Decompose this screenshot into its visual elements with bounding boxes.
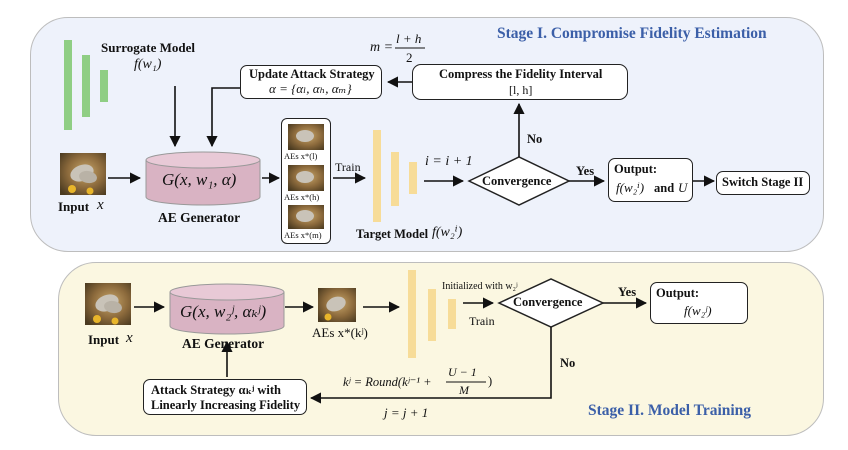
stage1-generator-formula: G(x, w₁, α)	[162, 170, 237, 189]
aes-m-image	[288, 205, 324, 229]
stage2-arrows	[134, 297, 648, 404]
stage1-input-var: x	[97, 197, 104, 213]
stage1-output-fn: f(w₂ⁱ)	[616, 180, 645, 195]
compress-interval-title: Compress the Fidelity Interval	[439, 67, 603, 81]
target-bar-2	[391, 152, 399, 206]
stage2-aes-image	[318, 288, 356, 322]
stage2-yes-label: Yes	[618, 285, 637, 299]
compress-interval-range: [l, h]	[509, 83, 533, 97]
stage2-generator-formula: G(x, w₂ʲ, αₖʲ)	[180, 302, 267, 321]
update-strategy-title: Update Attack Strategy	[249, 67, 375, 81]
stage2-train-label: Train	[469, 314, 495, 328]
stage2-input-var: x	[126, 330, 133, 346]
surrogate-bar-3	[100, 70, 108, 102]
m-denominator: 2	[406, 50, 413, 65]
m-numerator: l + h	[396, 31, 422, 46]
stage1-increment: i = i + 1	[425, 154, 473, 169]
aes-m-label: AEs x*(m)	[284, 230, 322, 240]
stage1-target-fn: f(w₂ⁱ)	[432, 225, 463, 240]
update-strategy-formula: α = {αₗ, αₕ, αₘ}	[269, 81, 352, 96]
stage1-convergence-label: Convergence	[482, 174, 552, 188]
stage2-convergence-label: Convergence	[513, 295, 583, 309]
stage1-aes-container: AEs x*(l) AEs x*(h) AEs x*(m)	[281, 118, 331, 244]
stage1-generator-label: AE Generator	[158, 210, 241, 225]
aes-h-label: AEs x*(h)	[284, 192, 320, 202]
j-update: j = j + 1	[384, 405, 429, 420]
k-formula-numerator: U − 1	[448, 365, 477, 379]
stage1-output-box: Output: f(w₂ⁱ) and U	[608, 158, 693, 202]
s2-target-bar-1	[408, 270, 416, 358]
surrogate-title: Surrogate Model	[101, 40, 195, 55]
stage2-title: Stage II. Model Training	[588, 402, 752, 419]
aes-l-image	[288, 124, 324, 150]
target-bar-3	[409, 162, 417, 194]
stage1-generator-cylinder	[145, 151, 261, 206]
stage1-train-label: Train	[335, 160, 361, 174]
k-formula-denominator: M	[459, 383, 469, 397]
stage2-output-box: Output: f(w₂ʲ)	[650, 282, 748, 324]
stage1-yes-label: Yes	[576, 164, 595, 178]
stage1-output-u: U	[678, 180, 688, 195]
compress-interval-box: Compress the Fidelity Interval [l, h]	[412, 64, 628, 100]
stage2-generator-cylinder	[169, 283, 285, 335]
stage1-input-image	[60, 153, 106, 195]
aes-l-label: AEs x*(l)	[284, 151, 318, 161]
s2-arrow-convergence-no-loop	[309, 327, 552, 404]
m-lhs: m =	[370, 40, 394, 55]
switch-stage2-label: Switch Stage II	[722, 175, 804, 189]
stage1-panel	[30, 17, 824, 252]
stage2-input-image	[85, 283, 131, 325]
stage2-output-title: Output:	[656, 286, 700, 300]
s2-target-bar-2	[428, 289, 436, 341]
stage2-output-fn: f(w₂ʲ)	[684, 303, 712, 318]
stage2-no-label: No	[560, 356, 576, 370]
surrogate-bar-2	[82, 55, 90, 117]
s2-target-bar-3	[448, 299, 456, 329]
stage1-no-label: No	[527, 132, 543, 146]
stage2-generator-label: AE Generator	[182, 336, 265, 351]
stage1-output-and: and	[654, 181, 675, 195]
stage2-input-label: Input	[88, 332, 120, 347]
k-formula-lhs: kʲ = Round(kʲ⁻¹ +	[343, 375, 432, 389]
stage1-target-label: Target Model	[356, 227, 429, 241]
stage2-strategy-line2: Linearly Increasing Fidelity	[151, 398, 301, 412]
update-strategy-box: Update Attack Strategy α = {αₗ, αₕ, αₘ}	[240, 65, 382, 99]
target-bar-1	[373, 130, 381, 222]
surrogate-bar-1	[64, 40, 72, 130]
switch-stage2-box: Switch Stage II	[716, 171, 810, 195]
surrogate-fn: f(w₁)	[134, 57, 162, 72]
stage1-title: Stage I. Compromise Fidelity Estimation	[497, 25, 767, 42]
stage2-strategy-box: Attack Strategy αₖʲ with Linearly Increa…	[143, 379, 307, 415]
stage1-arrows	[108, 76, 716, 187]
stage1-output-title: Output:	[614, 162, 658, 176]
k-formula-close: )	[488, 374, 493, 388]
arrow-update-to-generator	[206, 87, 240, 148]
stage2-aes-label: AEs x*(kʲ)	[312, 325, 368, 340]
stage2-init-label: Initialized with w₂ʲ	[442, 281, 518, 292]
aes-h-image	[288, 165, 324, 191]
stage2-strategy-line1: Attack Strategy αₖʲ with	[151, 383, 281, 397]
stage1-input-label: Input	[58, 199, 90, 214]
